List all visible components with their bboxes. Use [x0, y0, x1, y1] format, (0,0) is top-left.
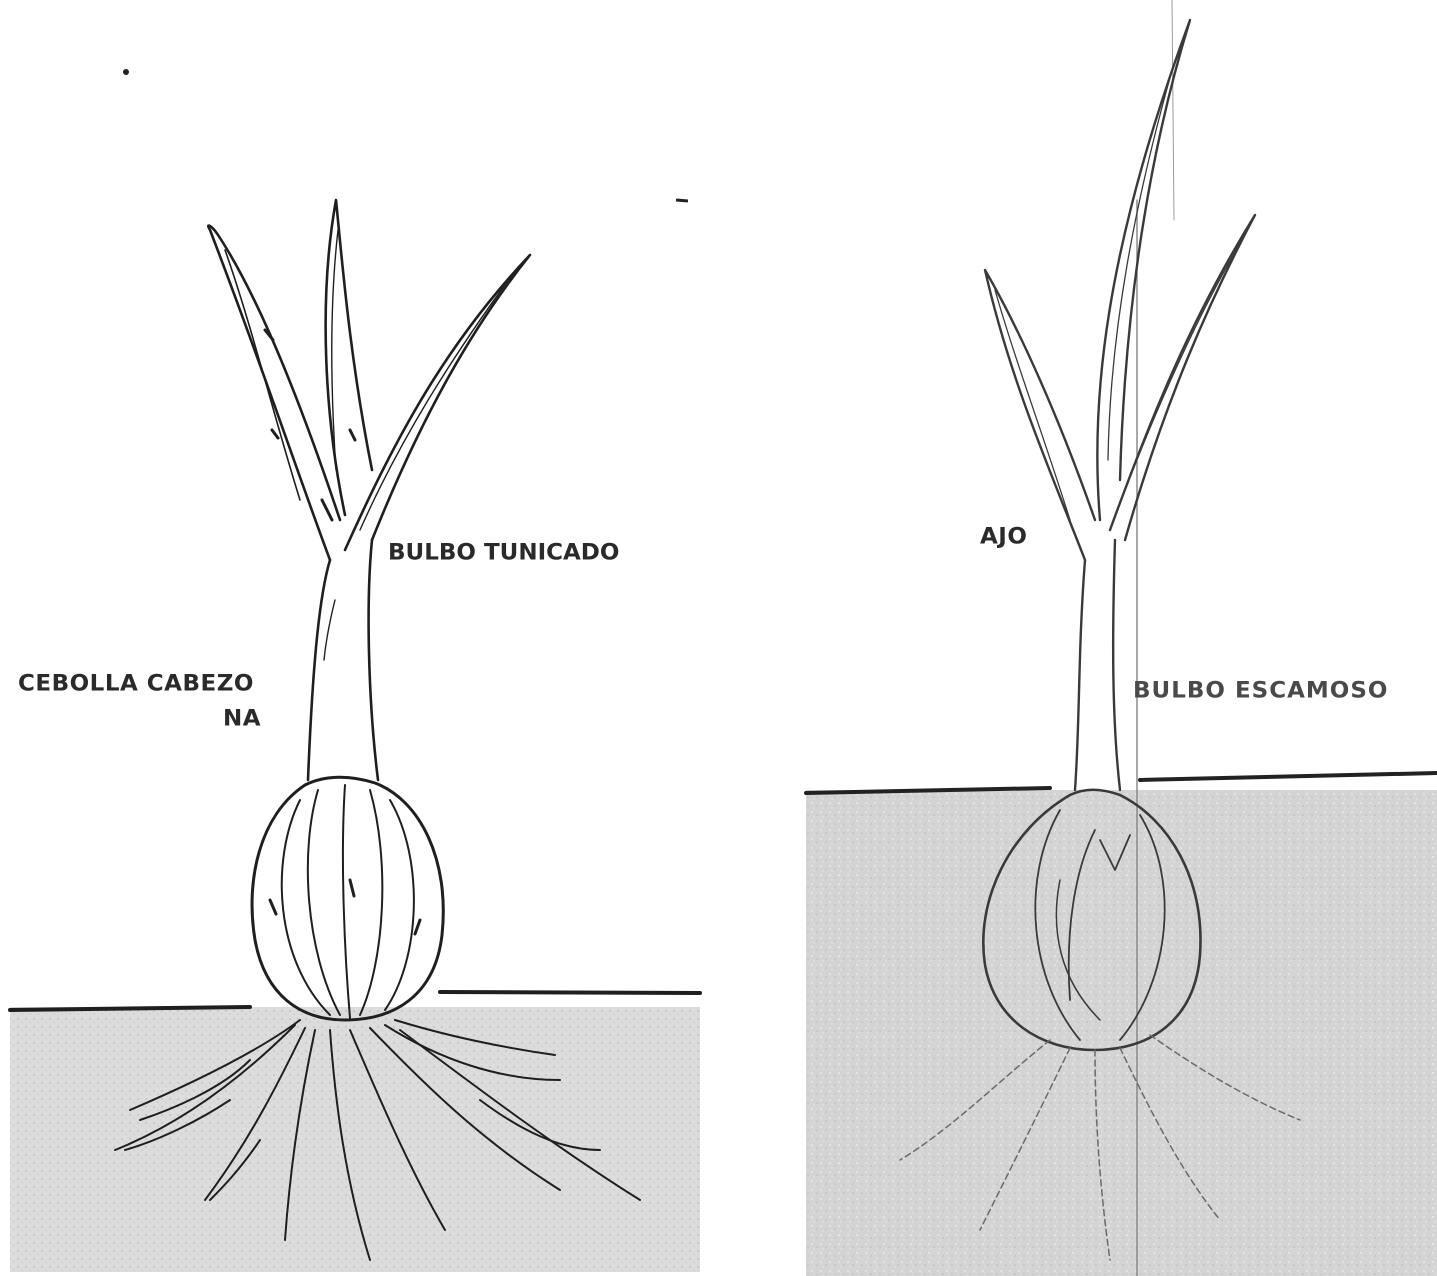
garlic-soil	[806, 790, 1437, 1276]
onion-leaf-middle	[326, 200, 372, 515]
onion-neck	[308, 540, 378, 780]
onion-illustration	[10, 200, 700, 1272]
garlic-illustration	[806, 0, 1437, 1276]
onion-leaf-right	[345, 255, 530, 550]
stray-dash	[676, 200, 688, 201]
onion-soil	[10, 1007, 700, 1272]
garlic-name-label: AJO	[980, 527, 1027, 549]
garlic-stem	[1075, 540, 1120, 790]
onion-name-label-continued: NA	[223, 709, 261, 731]
stray-dot	[123, 69, 129, 75]
scaly-bulb-label: BULBO ESCAMOSO	[1133, 681, 1388, 703]
onion-name-label: CEBOLLA CABEZO	[18, 674, 254, 696]
tunicated-bulb-label: BULBO TUNICADO	[388, 543, 619, 565]
onion-leaf-left	[208, 226, 340, 560]
garlic-leaf-right	[1110, 215, 1255, 540]
